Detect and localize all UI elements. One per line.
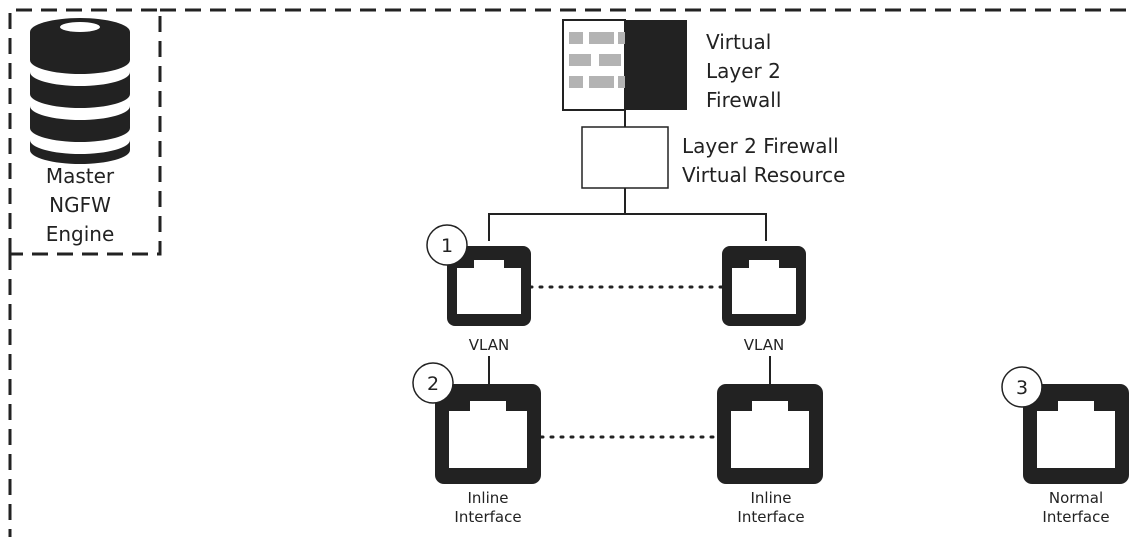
inline-interface-label: Inline Interface: [737, 489, 805, 526]
dotted-links: [528, 285, 724, 439]
inline-interface-port-icon: [717, 384, 823, 484]
connector-lines: [488, 110, 771, 384]
inline-interface-port-icon: [435, 384, 541, 484]
vlan-label: VLAN: [743, 336, 785, 354]
firewall-label: Virtual Layer 2 Firewall: [706, 30, 782, 112]
svg-text:2: 2: [427, 373, 439, 395]
virtual-resource-box: [581, 126, 669, 189]
vlan-port-icon: [447, 246, 531, 326]
database-icon: [30, 18, 130, 164]
callout-badge-1: 1: [426, 224, 468, 266]
master-engine-box: [8, 8, 162, 256]
svg-text:3: 3: [1016, 377, 1028, 399]
inline-interface-label: Inline Interface: [454, 489, 522, 526]
callout-badge-2: 2: [412, 362, 454, 404]
callout-badge-3: 3: [1001, 366, 1043, 408]
appliance-boundary: [8, 8, 1134, 537]
virtual-resource-label: Layer 2 Firewall Virtual Resource: [682, 134, 846, 187]
svg-text:1: 1: [441, 235, 453, 257]
vlan-port-icon: [722, 246, 806, 326]
master-engine-label: Master NGFW Engine: [45, 164, 115, 246]
normal-interface-port-icon: [1023, 384, 1129, 484]
normal-interface-label: Normal Interface: [1042, 489, 1110, 526]
firewall-icon: [562, 19, 687, 111]
vlan-label: VLAN: [468, 336, 510, 354]
